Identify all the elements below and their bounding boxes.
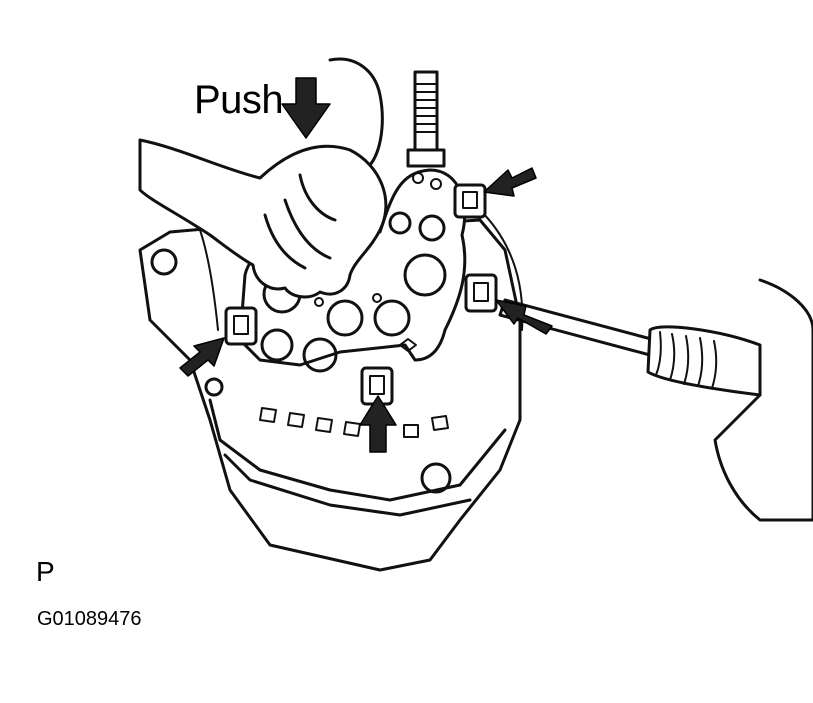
view-label: P	[36, 556, 55, 587]
push-label: Push	[194, 78, 284, 122]
terminal-bolt	[406, 70, 446, 168]
push-down-arrow-icon	[281, 77, 331, 139]
claw-arrow-icon-top-right	[483, 167, 537, 197]
rectifier-claws	[224, 183, 498, 406]
claw-arrow-icon-left	[179, 337, 225, 377]
claw-arrow-icon-right	[495, 299, 553, 335]
figure-id: G01089476	[37, 608, 142, 630]
screwdriver	[498, 278, 813, 522]
claw-arrow-icon-bottom	[359, 395, 397, 453]
hand	[138, 57, 388, 299]
